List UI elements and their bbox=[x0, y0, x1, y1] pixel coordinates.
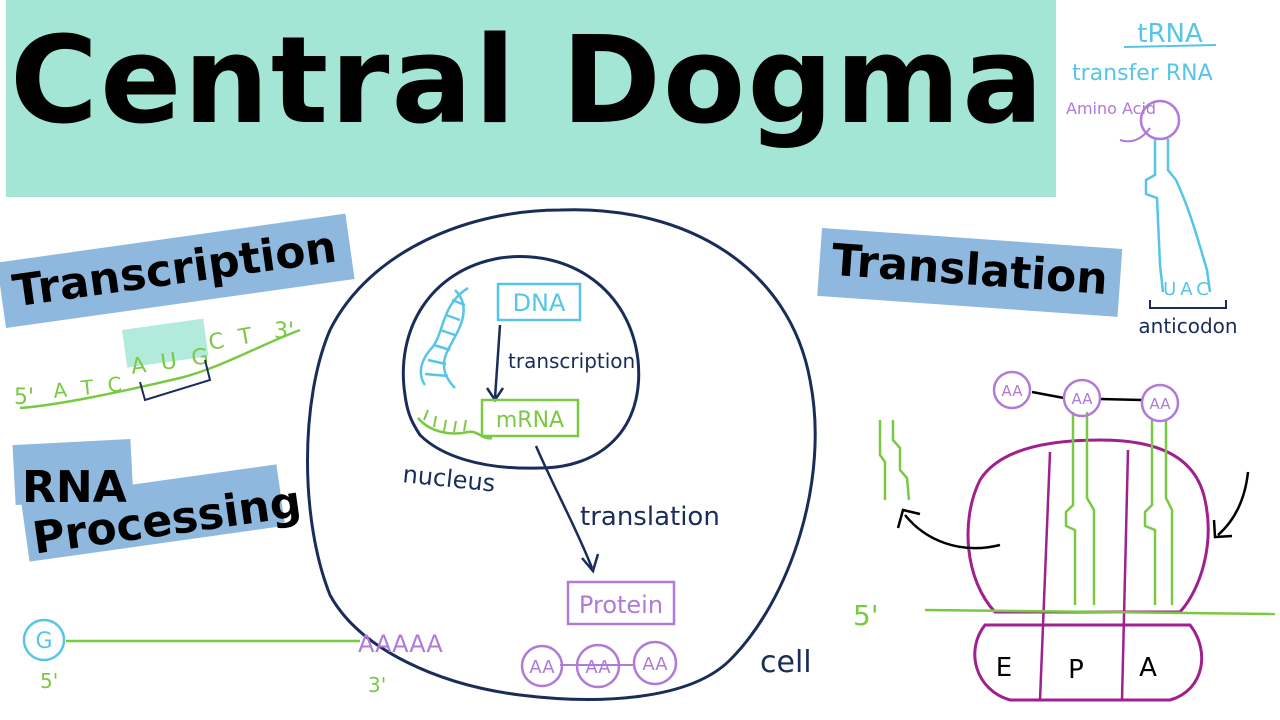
ribosome-aa-1-label: AA bbox=[1002, 382, 1024, 400]
cell-label: cell bbox=[760, 645, 812, 680]
page-title: Central Dogma bbox=[10, 12, 1046, 151]
transcription-arrow-label: transcription bbox=[508, 349, 635, 373]
ribosome-aa-link-2 bbox=[1099, 397, 1143, 402]
mrna-bases bbox=[423, 409, 467, 433]
translation-arrow-head bbox=[581, 553, 600, 574]
ribosome-large-subunit bbox=[966, 438, 1210, 614]
trna-subtitle: transfer RNA bbox=[1072, 61, 1213, 86]
transcription-strand bbox=[19, 328, 301, 410]
ribosome-mrna bbox=[924, 608, 1276, 616]
translation-arrow-label: translation bbox=[580, 502, 720, 532]
ribosome-aa-link-1 bbox=[1031, 390, 1065, 400]
exit-arrow bbox=[904, 514, 1001, 550]
protein-box bbox=[566, 580, 676, 626]
ribosome-divider-2 bbox=[1120, 449, 1130, 701]
trna-title: tRNA bbox=[1137, 19, 1203, 49]
ribosome-aa-1 bbox=[992, 370, 1032, 410]
translation-arrow bbox=[534, 445, 594, 569]
cell-aa-3-label: AA bbox=[642, 654, 668, 675]
dna-box bbox=[496, 282, 582, 322]
ribosome-small-subunit bbox=[973, 623, 1204, 702]
ribosome-5prime: 5' bbox=[853, 599, 879, 632]
trna-title-underline bbox=[1123, 44, 1217, 48]
ribosome-divider-1 bbox=[1038, 451, 1052, 701]
cell-membrane bbox=[306, 208, 817, 701]
trna-amino-acid-label: Amino Acid bbox=[1066, 99, 1156, 118]
transcription-arrow bbox=[493, 324, 502, 399]
trna-amino-acid-pointer bbox=[1119, 127, 1151, 143]
rna-5prime: 5' bbox=[40, 669, 58, 693]
ribosome-aa-3-label: AA bbox=[1150, 395, 1172, 413]
dna-label: DNA bbox=[513, 289, 566, 317]
trna-amino-acid-circle bbox=[1139, 99, 1181, 141]
cell-aa-1-label: AA bbox=[529, 657, 555, 678]
rna-cap-label: G bbox=[35, 629, 52, 654]
cell-aa-2-label: AA bbox=[585, 657, 611, 678]
entry-arrow-head bbox=[1212, 519, 1233, 539]
title-banner bbox=[6, 0, 1056, 197]
transcription-3prime: 3' bbox=[274, 319, 294, 344]
ribosome-aa-3 bbox=[1140, 383, 1180, 423]
cell-aa-1 bbox=[520, 644, 564, 688]
ribosome-site-p: P bbox=[1068, 655, 1084, 685]
nucleus-membrane bbox=[401, 255, 641, 470]
ribosome-site-a: A bbox=[1139, 653, 1157, 683]
trna-anticodon-bracket bbox=[1149, 300, 1227, 309]
trna-anticodon-label: anticodon bbox=[1138, 314, 1237, 338]
transcription-5prime: 5' bbox=[14, 385, 34, 410]
rna-cap bbox=[22, 618, 66, 662]
nucleus-label: nucleus bbox=[401, 460, 496, 498]
rna-tail-label: AAAAA bbox=[358, 630, 443, 658]
transcription-seq-left: A T C bbox=[52, 372, 127, 403]
ribosome-aa-2 bbox=[1062, 378, 1102, 418]
trna-body bbox=[1144, 139, 1212, 293]
ribosome-aa-2-label: AA bbox=[1072, 390, 1094, 408]
cell-aa-2 bbox=[575, 643, 621, 689]
dna-helix-icon bbox=[419, 286, 469, 389]
ribosome-trnas bbox=[878, 412, 1174, 605]
rna-3prime: 3' bbox=[368, 673, 386, 697]
trna-anticodon-seq: UAC bbox=[1163, 279, 1213, 300]
mrna-label: mRNA bbox=[496, 408, 564, 433]
mrna-box bbox=[480, 398, 580, 438]
exit-arrow-head bbox=[896, 508, 921, 529]
codon-bracket bbox=[139, 359, 212, 402]
cell-aa-3 bbox=[632, 640, 678, 686]
ribosome-site-e: E bbox=[996, 653, 1012, 683]
entry-arrow bbox=[1217, 471, 1250, 536]
protein-label: Protein bbox=[579, 591, 663, 619]
codon-highlight bbox=[122, 318, 209, 368]
rna-processing-label-line1: RNA bbox=[22, 462, 127, 513]
